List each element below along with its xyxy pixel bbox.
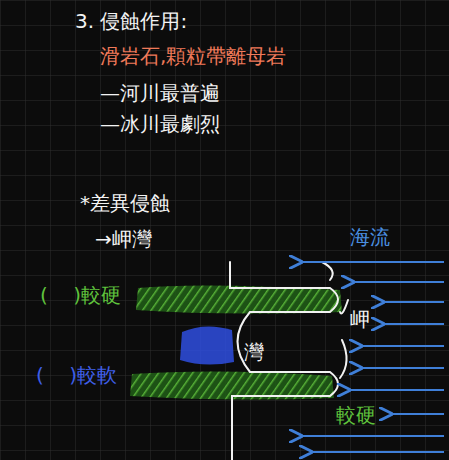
heading-note: *差異侵蝕 (80, 192, 170, 215)
rock-label: 較硬 (336, 404, 376, 427)
soft-rock-patch (180, 326, 234, 364)
current-label: 海流 (350, 226, 390, 249)
rock-label: ( )較硬 (40, 284, 121, 307)
rock-label: ( )較軟 (36, 364, 117, 387)
bullet-note: —冰川最劇烈 (100, 113, 220, 136)
bullet-note: —河川最普遍 (100, 82, 220, 105)
bay-label: 灣 (244, 341, 264, 364)
definition-note: 滑岩石,顆粒帶離母岩 (100, 45, 286, 68)
headland-label: 岬 (350, 308, 370, 331)
current-arrows (300, 262, 444, 452)
section-title: 3. 侵蝕作用: (75, 10, 187, 33)
coastline (230, 262, 348, 460)
hard-rock-bands (130, 285, 342, 399)
arrow-note: →岬灣 (95, 228, 152, 251)
